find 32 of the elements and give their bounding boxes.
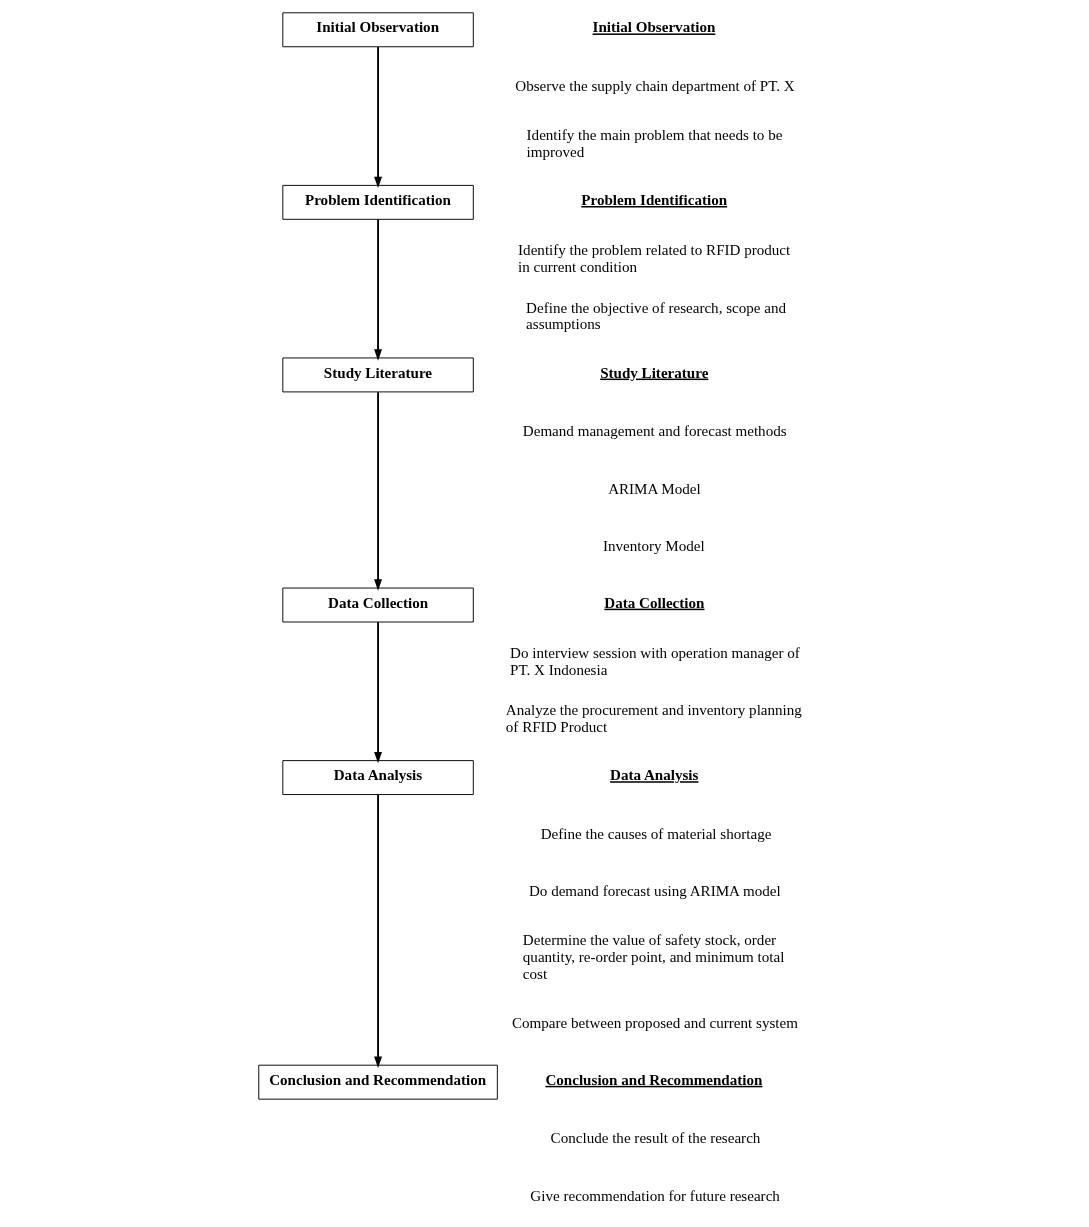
- node-box: Conclusion and Recommendation: [258, 1064, 498, 1100]
- label: Determine the value of safety stock, order quantity, re-order point, and minimum total cost: [522, 932, 785, 983]
- label: Do demand forecast using ARIMA model: [528, 883, 781, 900]
- label: Problem Identification: [581, 191, 728, 208]
- label: Define the objective of research, scope and assumptions: [526, 299, 787, 333]
- label: Define the causes of material shortage: [540, 825, 772, 842]
- label: Study Literature: [600, 364, 709, 381]
- label: Conclusion and Recommendation: [545, 1071, 763, 1088]
- node-box: Data Analysis: [282, 760, 474, 796]
- label: Conclude the result of the research: [550, 1130, 761, 1147]
- label: ARIMA Model: [608, 480, 701, 497]
- label: Observe the supply chain department of PT. X: [515, 77, 795, 94]
- label: Inventory Model: [602, 538, 705, 555]
- label: Compare between proposed and current system: [511, 1015, 798, 1032]
- arrow: [374, 46, 383, 189]
- arrow: [374, 793, 383, 1068]
- node-box: Problem Identification: [282, 184, 474, 220]
- label: Initial Observation: [592, 19, 716, 36]
- label: Give recommendation for future research: [530, 1187, 780, 1204]
- node-box: Study Literature: [282, 357, 474, 393]
- arrow: [374, 391, 383, 591]
- node-box: Data Collection: [282, 587, 474, 623]
- label: Data Analysis: [610, 767, 699, 784]
- label: Identify the problem related to RFID product in current condition: [518, 241, 791, 275]
- label: Data Collection: [604, 594, 705, 611]
- label: Analyze the procurement and inventory planning of RFID Product: [505, 702, 802, 736]
- arrow: [374, 218, 383, 361]
- label: Demand management and forecast methods: [522, 423, 787, 440]
- arrow: [374, 621, 383, 764]
- node-box: Initial Observation: [282, 12, 474, 48]
- label: Do interview session with operation manager of PT. X Indonesia: [510, 644, 800, 678]
- label: Identify the main problem that needs to be improved: [526, 126, 783, 160]
